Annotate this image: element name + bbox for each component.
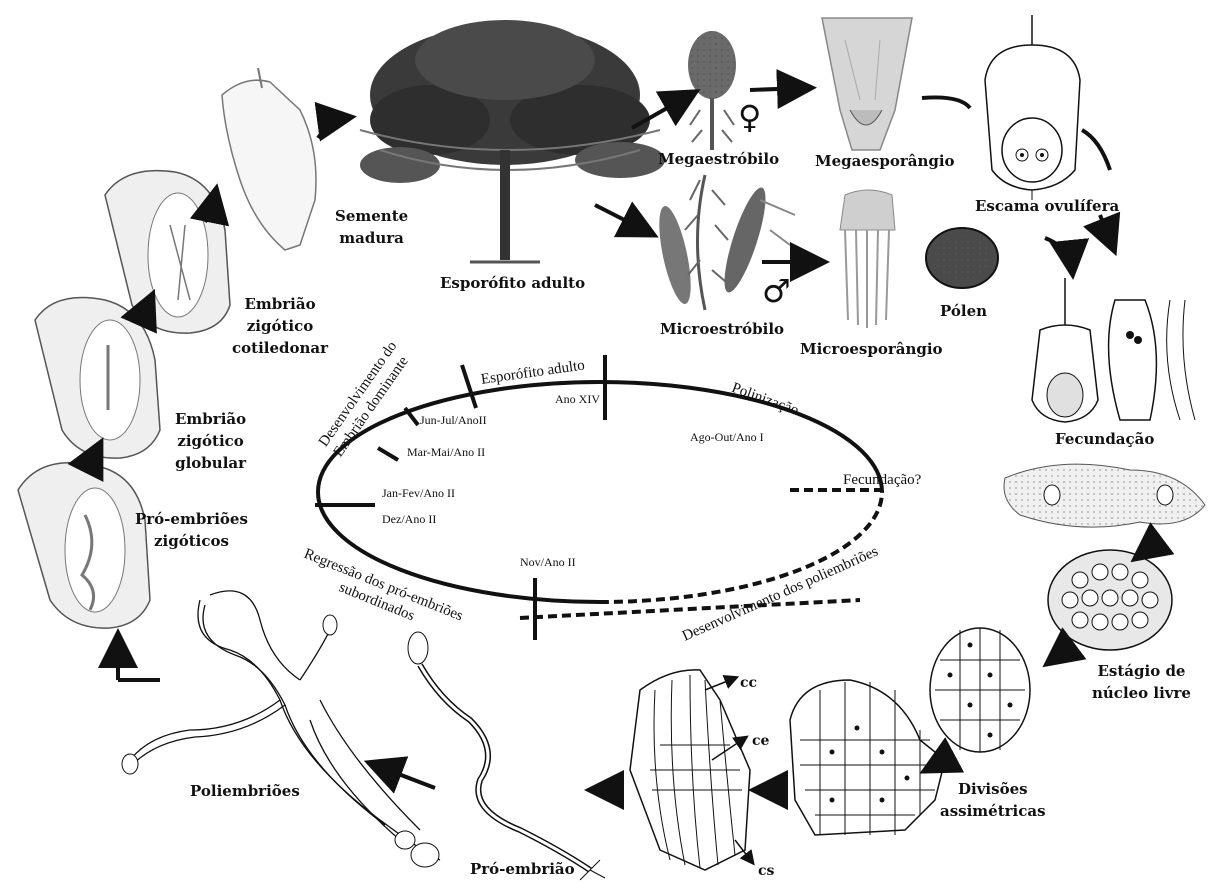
zygotic-pro-line-2: zigóticos — [135, 530, 248, 552]
cellular-stage-illustration — [930, 628, 1030, 752]
archegonium-illustration — [1004, 464, 1205, 527]
date-dez: Dez/Ano II — [382, 512, 436, 527]
arrow-scale-curve — [1082, 130, 1110, 170]
arrow-megastrobilus-to-megasporangium — [750, 88, 805, 90]
free-nucleus-cell-mass — [1048, 550, 1172, 650]
date-jan-fev: Jan-Fev/Ano II — [382, 486, 455, 501]
date-ago-out: Ago-Out/Ano I — [690, 430, 764, 445]
cycle-fertilization-question: Fecundação? — [843, 472, 921, 489]
ovuliferous-scale-illustration — [985, 15, 1080, 200]
globular-line-3: globular — [175, 452, 246, 474]
megasporangium-illustration — [822, 18, 912, 150]
asymmetric-divisions-label: Divisões assimétricas — [940, 778, 1046, 822]
asymmetric-division-illustration — [790, 680, 945, 835]
globular-line-2: zigótico — [175, 430, 246, 452]
asymmetric-line-2: assimétricas — [940, 800, 1046, 822]
female-symbol: ♀ — [738, 98, 761, 136]
globular-line-1: Embrião — [175, 408, 246, 430]
arrow-to-free-nucleus — [1140, 540, 1160, 555]
microsporangium-label: Microesporângio — [800, 338, 943, 360]
date-ano-xiv: Ano XIV — [555, 392, 600, 407]
mature-seed-label: Semente madura — [335, 205, 408, 249]
arrow-tree-to-microstrobilus — [595, 205, 648, 232]
adult-sporophyte-label: Esporófito adulto — [440, 272, 585, 294]
pro-embryo-label: Pró-embrião — [470, 858, 575, 880]
cotyledonary-embryo-label: Embrião zigótico cotiledonar — [232, 293, 328, 359]
polyembryo-illustration — [122, 591, 440, 867]
arrow-pollen-to-fertilization — [1045, 238, 1072, 268]
cell-label-ce: ce — [752, 730, 769, 752]
free-nucleus-line-2: núcleo livre — [1092, 682, 1191, 704]
mature-seed-line-2: madura — [335, 227, 408, 249]
date-nov: Nov/Ano II — [520, 555, 576, 570]
arrow-to-polyembryos — [375, 765, 435, 788]
date-mar-mai: Mar-Mai/Ano II — [407, 445, 485, 460]
arrow-megasporangium-to-scale — [922, 97, 970, 108]
microsporangium-illustration — [840, 190, 895, 328]
cell-label-cs: cs — [758, 860, 774, 882]
cell-label-cc: cc — [740, 672, 757, 694]
mature-seed-illustration — [222, 68, 316, 250]
seed-globular-embryo — [35, 298, 160, 459]
pro-embryo-illustration — [408, 632, 605, 880]
pollen-label: Pólen — [940, 300, 987, 322]
mature-seed-line-1: Semente — [335, 205, 408, 227]
cotyledonary-line-3: cotiledonar — [232, 337, 328, 359]
fertilization-illustration — [1032, 278, 1195, 422]
male-symbol: ♂ — [762, 272, 791, 310]
cotyledonary-line-1: Embrião — [232, 293, 328, 315]
arrow-scale-to-fertilization — [1100, 215, 1112, 245]
free-nucleus-line-1: Estágio de — [1092, 660, 1191, 682]
pro-embryo-cell-diagram — [630, 670, 752, 870]
microstrobilus-label: Microestróbilo — [660, 318, 784, 340]
cotyledonary-line-2: zigótico — [232, 315, 328, 337]
free-nucleus-label: Estágio de núcleo livre — [1092, 660, 1191, 704]
zygotic-pro-line-1: Pró-embriões — [135, 508, 248, 530]
ovuliferous-scale-label: Escama ovulífera — [975, 195, 1119, 217]
arrow-to-cellular — [1052, 648, 1068, 660]
arrow-seed-to-tree — [318, 118, 345, 138]
pollen-grain-illustration — [926, 228, 998, 288]
polyembryos-label: Poliembriões — [190, 780, 300, 802]
megastrobilus-label: Megaestróbilo — [658, 148, 779, 170]
fertilization-label: Fecundação — [1055, 428, 1154, 450]
seed-zygotic-pro-embryos — [18, 463, 150, 628]
zygotic-pro-embryos-label: Pró-embriões zigóticos — [135, 508, 248, 552]
globular-embryo-label: Embrião zigótico globular — [175, 408, 246, 474]
asymmetric-line-1: Divisões — [940, 778, 1046, 800]
megastrobilus-illustration — [688, 31, 736, 150]
date-jun-jul: Jun-Jul/AnoII — [420, 413, 487, 428]
megasporangium-label: Megaesporângio — [815, 150, 955, 172]
